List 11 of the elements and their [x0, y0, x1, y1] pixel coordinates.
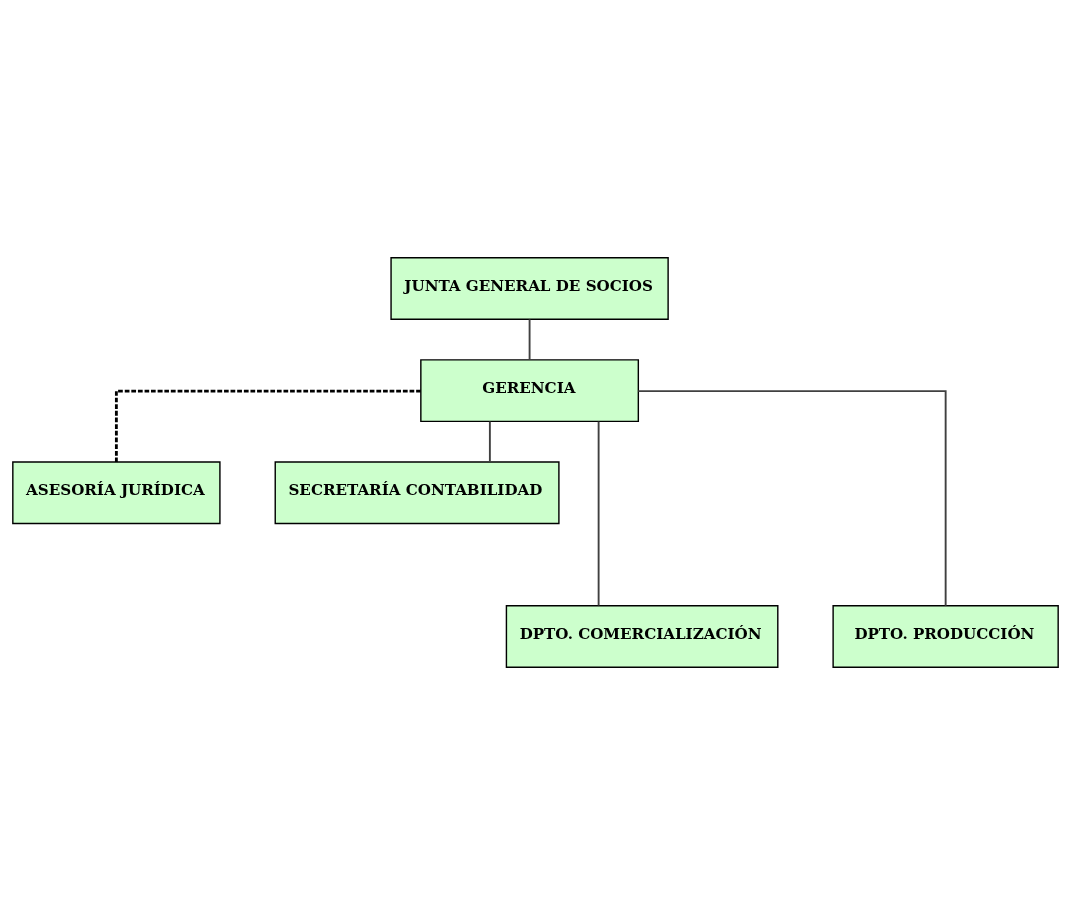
connector — [114, 389, 421, 462]
node-box: GERENCIA — [420, 358, 640, 422]
connector — [488, 420, 491, 463]
connector — [637, 389, 947, 607]
node-box: ASESORÍA JURÍDICA — [12, 460, 221, 524]
connector — [528, 318, 531, 361]
node-box: DPTO. COMERCIALIZACIÓN — [505, 604, 779, 668]
node-box: DPTO. PRODUCCIÓN — [832, 604, 1059, 668]
node-box: SECRETARÍA CONTABILIDAD — [274, 460, 560, 524]
node-box: JUNTA GENERAL DE SOCIOS — [390, 256, 669, 320]
connector — [597, 420, 600, 606]
